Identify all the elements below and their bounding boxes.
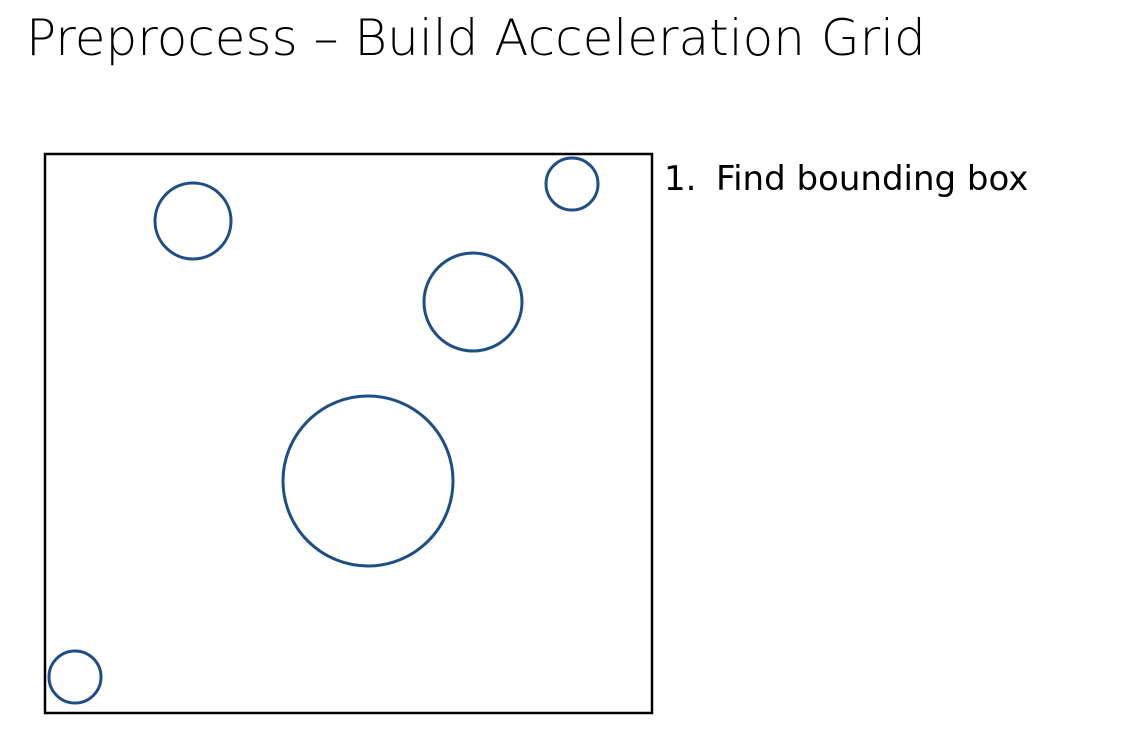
circle-top-left [153,181,233,261]
bounding-box [43,152,654,715]
step-text: Find bounding box [716,159,1029,199]
step-item: 1. Find bounding box [664,156,1028,202]
step-list: 1. Find bounding box [664,156,1028,202]
circle-top-right [544,156,600,212]
circle-middle-right [422,251,524,353]
step-number: 1. [664,159,697,199]
circle-bottom-left [47,649,103,705]
circle-center-large [281,394,455,568]
slide-title: Preprocess – Build Acceleration Grid [26,9,926,67]
